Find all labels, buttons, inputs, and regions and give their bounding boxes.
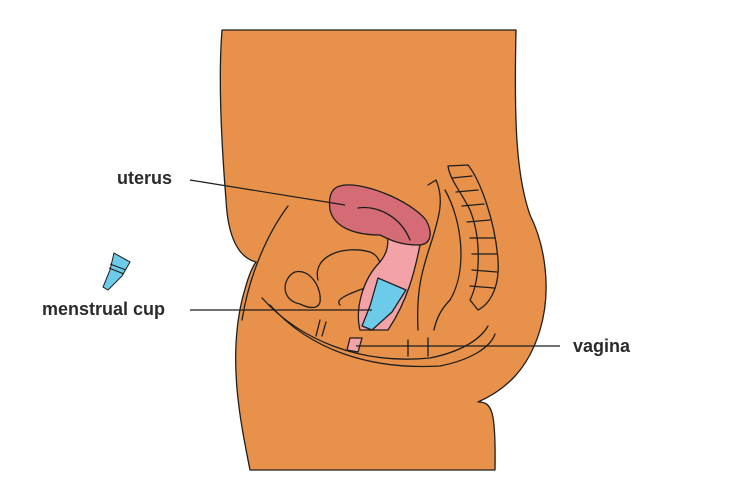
leader-lines bbox=[189, 179, 560, 347]
menstrual-cup-icon bbox=[102, 252, 131, 291]
label-vagina: vagina bbox=[573, 336, 631, 356]
uterus-cavity bbox=[357, 206, 411, 241]
rectum-inner bbox=[433, 189, 462, 331]
leg-crease bbox=[241, 205, 289, 321]
pelvic-floor-2 bbox=[269, 304, 496, 368]
rectum bbox=[416, 179, 441, 331]
vertebrae bbox=[451, 175, 498, 289]
label-menstrual-cup: menstrual cup bbox=[42, 299, 166, 319]
vagina-opening bbox=[346, 337, 363, 353]
pubic-bone bbox=[284, 270, 321, 309]
menstrual-cup-inserted bbox=[361, 277, 407, 331]
spine bbox=[447, 164, 499, 311]
perineum-lines bbox=[315, 319, 429, 357]
body-silhouette bbox=[219, 29, 547, 471]
label-uterus: uterus bbox=[117, 168, 173, 188]
uterus-leader bbox=[189, 179, 346, 206]
pelvic-floor bbox=[261, 297, 489, 360]
